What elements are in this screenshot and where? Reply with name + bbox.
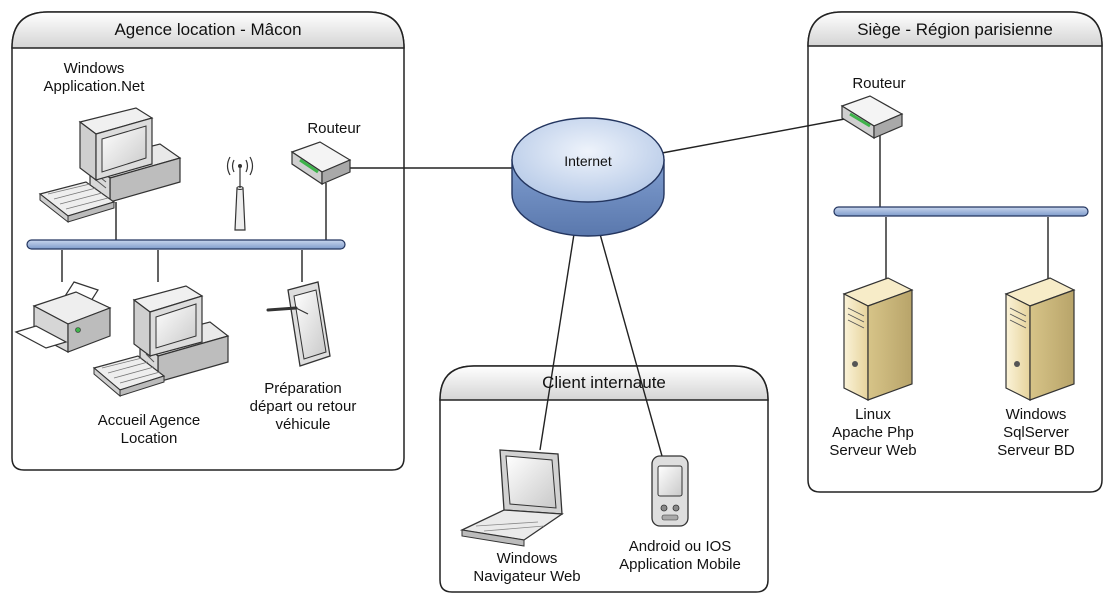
- label-server-windows: Windows SqlServer Serveur BD: [997, 406, 1075, 459]
- internet-cloud-icon: [511, 117, 665, 237]
- server-windows-icon: [1004, 277, 1076, 401]
- links: [61, 117, 1049, 457]
- server-linux-icon: [842, 277, 914, 401]
- zone-title-agence: Agence location - Mâcon: [114, 20, 302, 39]
- wifi-antenna-icon: [226, 156, 254, 231]
- desktop-pc-accueil-icon: [92, 285, 230, 398]
- label-router-agence: Routeur: [307, 120, 361, 137]
- label-tablette: Préparation départ ou retour véhicule: [249, 380, 357, 433]
- laptop-icon: [459, 449, 564, 547]
- mobile-phone-icon: [651, 455, 689, 527]
- printer-icon: [14, 281, 112, 353]
- label-accueil: Accueil Agence Location: [97, 412, 201, 447]
- lan-bus-agence: [26, 239, 346, 250]
- zone-title-client: Client internaute: [542, 373, 666, 392]
- internet-label: Internet: [564, 153, 612, 169]
- label-router-siege: Routeur: [852, 75, 906, 92]
- label-pc-windows: Windows Application.Net: [43, 60, 145, 95]
- tablet-icon: [266, 281, 331, 367]
- router-siege-icon: [840, 95, 904, 140]
- router-agence-icon: [290, 141, 352, 186]
- label-mobile: Android ou IOS Application Mobile: [619, 538, 741, 573]
- lan-bus-siege: [833, 206, 1089, 217]
- desktop-pc-windows-icon: [38, 107, 182, 224]
- label-server-linux: Linux Apache Php Serveur Web: [829, 406, 917, 459]
- label-laptop: Windows Navigateur Web: [473, 550, 581, 585]
- zone-title-siege: Siège - Région parisienne: [857, 20, 1053, 39]
